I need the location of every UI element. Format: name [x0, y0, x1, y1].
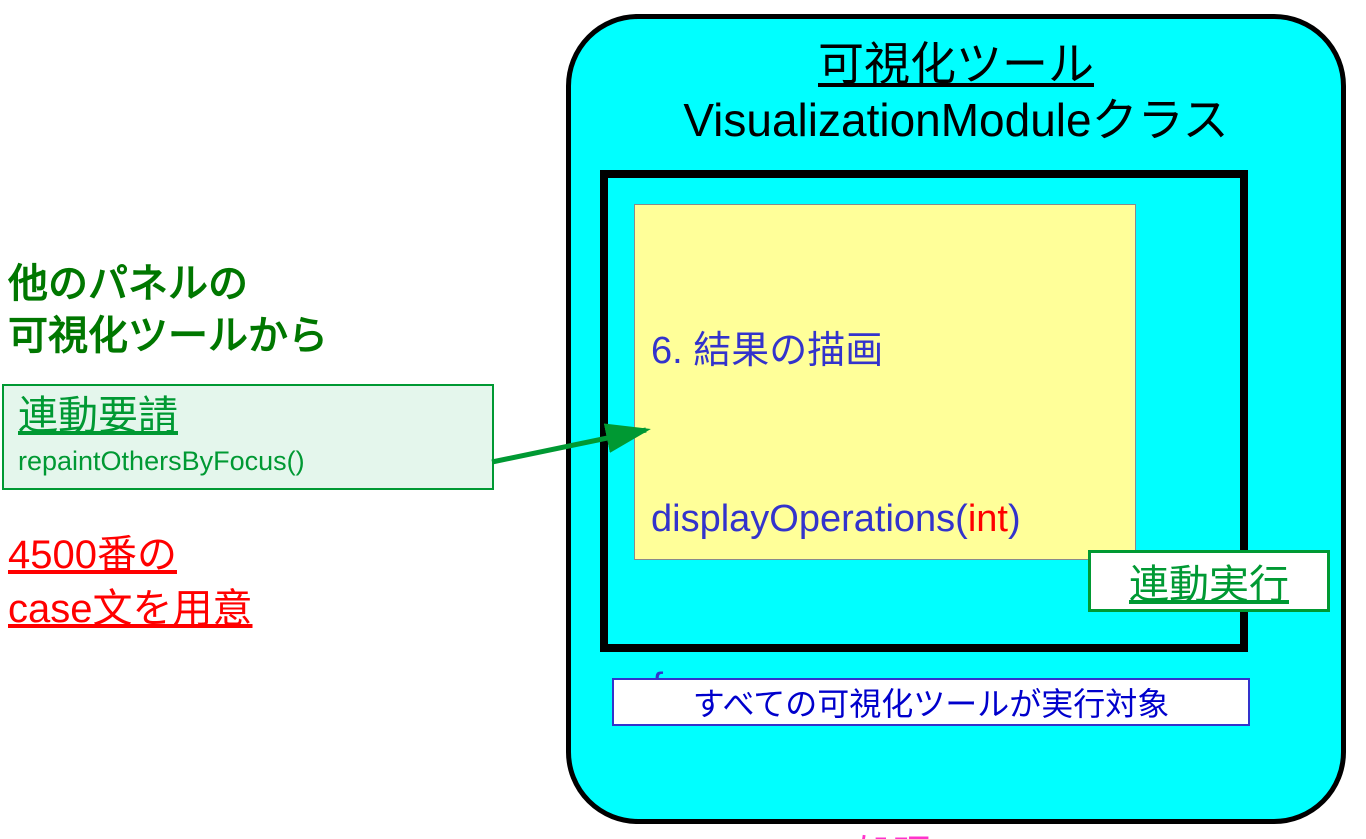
module-subtitle: VisualizationModuleクラス	[683, 94, 1229, 146]
linked-request-box: 連動要請 repaintOthersByFocus()	[2, 384, 494, 490]
context-text: 他のパネルの 可視化ツールから	[8, 258, 328, 362]
code-comment-text: 6. 結果の描画	[651, 330, 884, 372]
linked-request-title: 連動要請	[18, 394, 178, 438]
linked-execution-badge: 連動実行	[1088, 550, 1330, 612]
code-fn-arg: int	[967, 498, 1008, 540]
code-box: 6. 結果の描画 displayOperations(int) { case 4…	[634, 204, 1136, 839]
code-case-keyword: case	[659, 834, 750, 839]
case-note-line-1: 4500番の	[8, 533, 177, 577]
code-case-action: 処理	[856, 834, 932, 839]
case-preparation-note: 4500番の case文を用意	[8, 528, 253, 636]
module-title: 可視化ツール	[566, 28, 1346, 94]
linked-request-function: repaintOthersByFocus()	[18, 446, 305, 476]
module-title-text: 可視化ツール	[818, 38, 1094, 90]
code-line-comment: 6. 結果の描画	[651, 323, 1135, 379]
code-line-case: case 4500: 処理	[651, 827, 1135, 839]
context-line-1: 他のパネルの	[8, 262, 248, 306]
context-line-2: 可視化ツールから	[8, 314, 328, 358]
code-line-signature: displayOperations(int)	[651, 491, 1135, 547]
linked-execution-label: 連動実行	[1129, 563, 1289, 607]
footer-note-box: すべての可視化ツールが実行対象	[612, 678, 1250, 726]
code-fn-name: displayOperations(	[651, 498, 968, 540]
case-note-line-2: case文を用意	[8, 587, 253, 631]
code-fn-close: )	[1007, 498, 1021, 540]
footer-note-text: すべての可視化ツールが実行対象	[692, 686, 1170, 722]
code-case-value: 4500	[750, 834, 835, 839]
code-case-colon: :	[834, 834, 855, 839]
